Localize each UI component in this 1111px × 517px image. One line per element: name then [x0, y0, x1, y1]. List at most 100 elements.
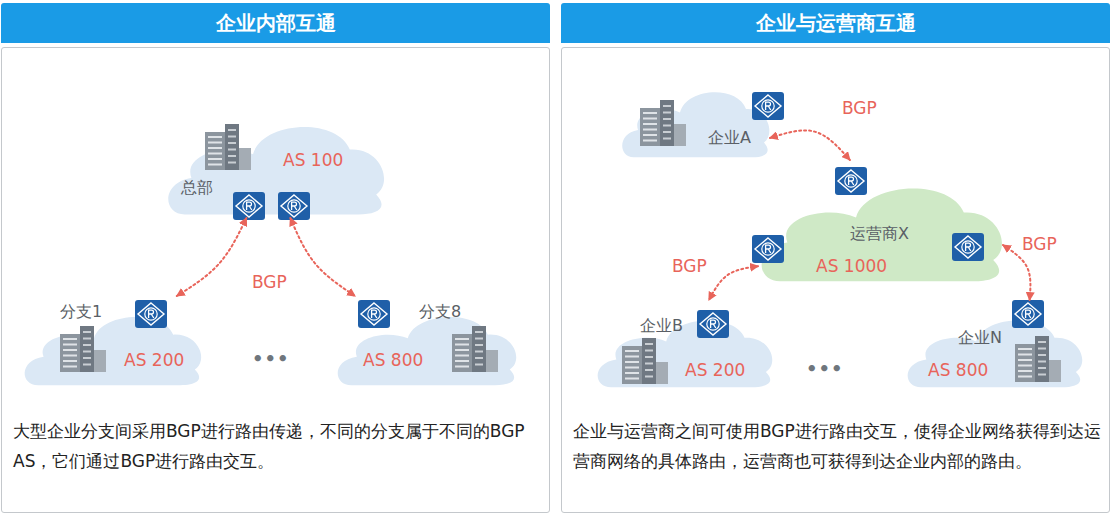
router-body: [835, 167, 867, 195]
building-window: [643, 123, 657, 125]
router-ring: [845, 175, 857, 187]
router-glyph: [766, 245, 771, 253]
building-window: [63, 338, 77, 340]
router-icon: [358, 300, 390, 328]
router-diamond: [361, 303, 387, 325]
building-window: [83, 338, 91, 340]
building-window: [645, 356, 653, 358]
bgp-peering-arrow: [709, 266, 758, 300]
building-window: [663, 118, 671, 120]
network-cloud: 分支8 AS 800: [335, 296, 517, 388]
building-window: [643, 112, 657, 114]
router-diamond: [955, 236, 981, 258]
building-annex: [656, 362, 668, 384]
building-window: [645, 343, 653, 345]
building-window: [475, 364, 483, 366]
ellipsis: •••: [252, 348, 290, 369]
site-name: 分支8: [419, 302, 461, 323]
panel: 企业与运营商互通企业与运营商之间可使用BGP进行路由交互，使得企业网络获得到达运…: [561, 47, 1110, 513]
building-window: [208, 153, 222, 155]
building-tower: [80, 326, 94, 372]
building-annex: [674, 124, 686, 146]
building-annex: [239, 148, 251, 170]
network-cloud: 分支1AS 200: [22, 296, 202, 388]
building-window: [63, 355, 77, 357]
router-icon: [1012, 300, 1044, 328]
as-number: AS 200: [124, 350, 184, 370]
panel-header: 企业与运营商互通: [561, 3, 1110, 43]
building-window: [83, 344, 91, 346]
router-icon: [752, 235, 784, 263]
building-icon: [60, 326, 106, 372]
network-cloud: 企业A: [620, 72, 770, 160]
building-icon: [452, 326, 498, 372]
building-window: [625, 378, 639, 380]
router-ring: [707, 318, 719, 330]
router-body: [752, 235, 784, 263]
router-diamond: [138, 303, 164, 325]
building-icon: [205, 124, 251, 170]
router-body: [233, 192, 265, 220]
building-window: [475, 357, 483, 359]
building-window: [1038, 367, 1046, 369]
building-tower: [622, 346, 642, 384]
building-window: [1018, 365, 1032, 367]
edge-label: BGP: [840, 98, 879, 118]
building-annex: [94, 350, 106, 372]
building-window: [228, 162, 236, 164]
as-number: AS 800: [363, 350, 423, 370]
cloud-outline: [168, 127, 384, 214]
building-window: [83, 357, 91, 359]
building-window: [663, 131, 671, 133]
bgp-peering-arrow: [770, 130, 850, 160]
network-cloud: 运营商X AS 1000: [758, 160, 1003, 285]
building-window: [208, 142, 222, 144]
router-body: [752, 92, 784, 120]
building-window: [1018, 376, 1032, 378]
cloud-outline: [622, 92, 769, 157]
building-window: [1018, 370, 1032, 372]
building-window: [455, 338, 469, 340]
building-window: [663, 125, 671, 127]
building-window: [663, 138, 671, 140]
as-number: AS 1000: [816, 256, 887, 276]
carrier-name: 运营商X: [850, 224, 909, 245]
building-window: [455, 355, 469, 357]
router-body: [278, 192, 310, 220]
building-window: [63, 366, 77, 368]
building-window: [643, 134, 657, 136]
router-diamond: [236, 195, 262, 217]
as-number: AS 200: [685, 360, 745, 380]
building-window: [645, 363, 653, 365]
router-diamond: [755, 95, 781, 117]
router-glyph: [247, 202, 252, 210]
building-window: [208, 136, 222, 138]
router-glyph: [966, 243, 971, 251]
building-tower: [642, 338, 656, 384]
router-icon: [233, 192, 265, 220]
panel-description: 大型企业分支间采用BGP进行路由传递，不同的分支属于不同的BGP AS，它们通过…: [13, 416, 541, 476]
router-ring: [1022, 308, 1034, 320]
building-window: [63, 360, 77, 362]
building-window: [228, 149, 236, 151]
router-glyph: [372, 310, 377, 318]
building-tower: [472, 326, 486, 372]
building-window: [625, 350, 639, 352]
building-window: [625, 356, 639, 358]
router-body: [135, 300, 167, 328]
building-window: [1018, 348, 1032, 350]
bgp-peering-arrow: [290, 218, 355, 296]
building-window: [663, 105, 671, 107]
building-window: [643, 118, 657, 120]
router-glyph: [292, 202, 297, 210]
building-window: [1038, 348, 1046, 350]
router-ring: [145, 308, 157, 320]
network-cloud: 企业BAS 200: [595, 300, 773, 390]
site-name: 企业A: [708, 128, 751, 149]
building-icon: [1015, 336, 1061, 382]
router-diamond: [1015, 303, 1041, 325]
router-ring: [288, 200, 300, 212]
building-window: [475, 344, 483, 346]
building-window: [228, 142, 236, 144]
